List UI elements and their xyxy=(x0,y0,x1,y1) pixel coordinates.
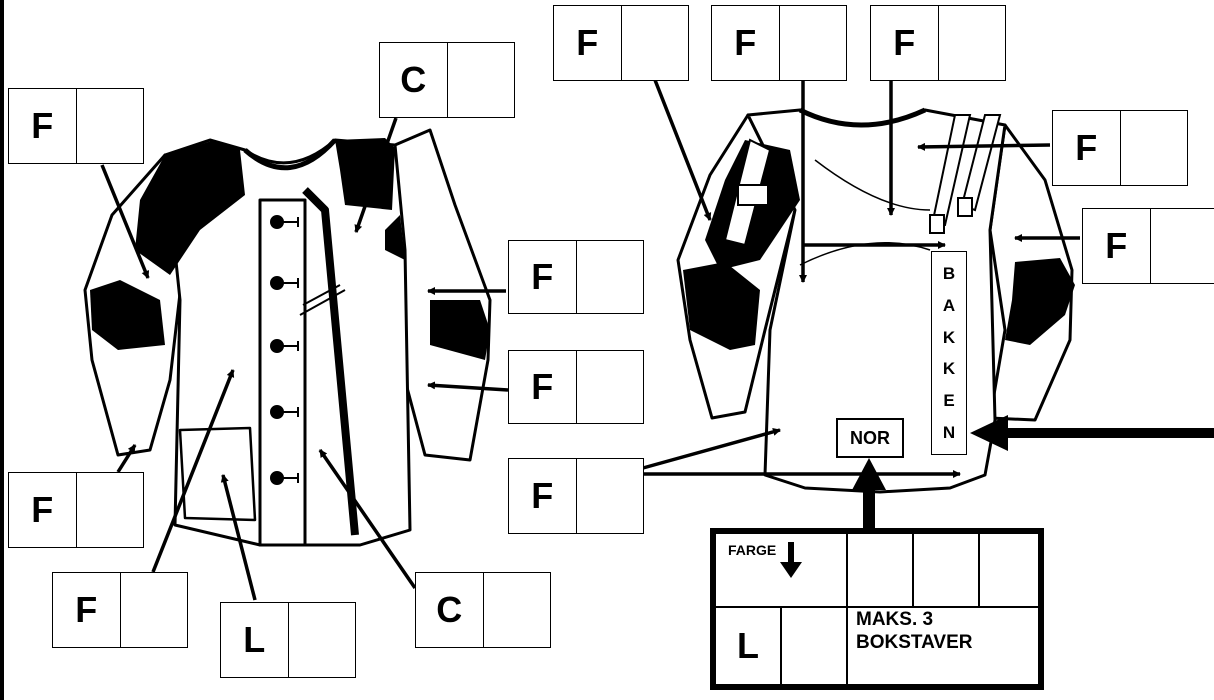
label-cell: F xyxy=(712,6,779,80)
label-box-back-strap: F xyxy=(1052,110,1188,186)
label-cell: F xyxy=(509,459,576,533)
l-blank-cell xyxy=(780,608,846,684)
blank-cell xyxy=(779,6,847,80)
nor-tag: NOR xyxy=(836,418,904,458)
label-letter: F xyxy=(576,22,598,64)
blank-cell xyxy=(447,43,515,117)
maks-cell: MAKS. 3 BOKSTAVER xyxy=(846,608,1038,684)
label-letter: F xyxy=(893,22,915,64)
label-letter: F xyxy=(1075,127,1097,169)
label-box-back-2: F xyxy=(711,5,847,81)
label-letter: F xyxy=(31,105,53,147)
bakken-name-strip: B A K K E N xyxy=(931,251,967,455)
label-box-front-sleeve-lower: F xyxy=(508,350,644,424)
label-letter: C xyxy=(436,589,462,631)
blank-cell xyxy=(76,89,144,163)
label-box-back-sleeve: F xyxy=(1082,208,1214,284)
l-label: L xyxy=(737,625,759,667)
label-cell: F xyxy=(1083,209,1150,283)
label-cell: F xyxy=(509,241,576,313)
blank-cell xyxy=(288,603,356,677)
label-letter: F xyxy=(1105,225,1127,267)
label-box-front-shoulder: F xyxy=(8,88,144,164)
farge-row: FARGE xyxy=(716,534,1038,608)
label-letter: F xyxy=(531,256,553,298)
blank-cell xyxy=(120,573,188,647)
label-letter: F xyxy=(75,589,97,631)
bakken-letter: K xyxy=(943,329,955,346)
farge-label: FARGE xyxy=(728,542,776,558)
label-cell: F xyxy=(9,473,76,547)
farge-box: FARGE L MAKS. 3 BOKSTAVER xyxy=(710,528,1044,690)
maks-line1: MAKS. 3 xyxy=(856,608,933,631)
bakken-letter: E xyxy=(943,392,954,409)
down-arrow-icon xyxy=(780,542,802,578)
blank-cell xyxy=(576,459,644,533)
label-box-front-chest: C xyxy=(379,42,515,118)
label-box-front-cuff: F xyxy=(8,472,144,548)
bakken-letter: N xyxy=(943,424,955,441)
label-cell: F xyxy=(1053,111,1120,185)
label-box-front-placket: C xyxy=(415,572,551,648)
color-cell xyxy=(846,534,912,606)
label-cell: C xyxy=(380,43,447,117)
label-letter: F xyxy=(734,22,756,64)
bakken-letter: B xyxy=(943,265,955,282)
label-letter: F xyxy=(31,489,53,531)
label-cell: F xyxy=(871,6,938,80)
blank-cell xyxy=(1120,111,1188,185)
label-cell: L xyxy=(221,603,288,677)
blank-cell xyxy=(621,6,689,80)
label-cell: F xyxy=(509,351,576,423)
blank-cell xyxy=(576,351,644,423)
blank-cell xyxy=(938,6,1006,80)
label-box-front-pocket: L xyxy=(220,602,356,678)
label-cell: F xyxy=(9,89,76,163)
farge-label-cell: FARGE xyxy=(716,534,846,606)
maks-line2: BOKSTAVER xyxy=(856,631,972,654)
blank-cell xyxy=(483,573,551,647)
label-box-back-3: F xyxy=(870,5,1006,81)
label-box-front-sleeve-upper: F xyxy=(508,240,644,314)
label-cell: F xyxy=(554,6,621,80)
bakken-letter: A xyxy=(943,297,955,314)
label-letter: F xyxy=(531,475,553,517)
bakken-letter: K xyxy=(943,360,955,377)
label-cell: F xyxy=(53,573,120,647)
blank-cell xyxy=(76,473,144,547)
blank-cell xyxy=(1150,209,1214,283)
label-letter: C xyxy=(400,59,426,101)
front-placket xyxy=(260,200,305,545)
label-box-back-1: F xyxy=(553,5,689,81)
bakken-arrow xyxy=(970,415,1214,451)
l-row: L MAKS. 3 BOKSTAVER xyxy=(716,608,1038,684)
label-letter: L xyxy=(243,619,265,661)
label-cell: C xyxy=(416,573,483,647)
label-box-front-body: F xyxy=(52,572,188,648)
l-label-cell: L xyxy=(716,608,780,684)
color-cell xyxy=(912,534,978,606)
color-cell xyxy=(978,534,1038,606)
blank-cell xyxy=(576,241,644,313)
label-box-back-bottom: F xyxy=(508,458,644,534)
label-letter: F xyxy=(531,366,553,408)
